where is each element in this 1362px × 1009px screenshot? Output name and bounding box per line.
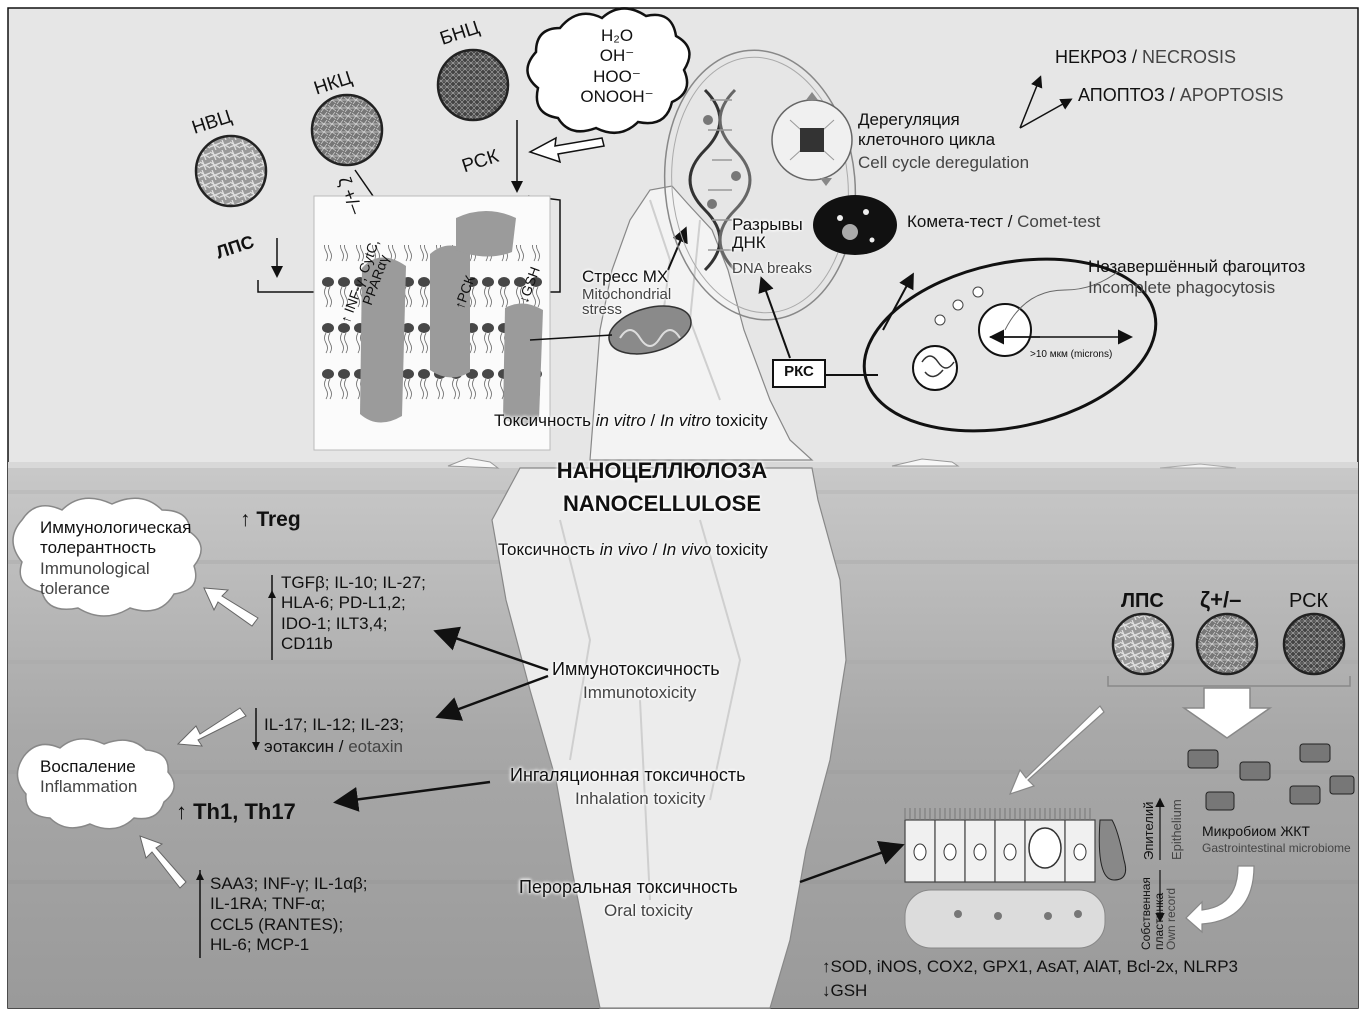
in-vivo-sep: / bbox=[648, 540, 662, 559]
gut-lps-label: ЛПС bbox=[1121, 590, 1164, 612]
ros-molecule: H₂O bbox=[572, 26, 662, 46]
necrosis-en: NECROSIS bbox=[1142, 47, 1236, 67]
saa3-marker: CCL5 (RANTES); bbox=[210, 915, 368, 935]
tolerance-en: Immunological tolerance bbox=[40, 559, 150, 598]
immunotoxicity-ru: Иммунотоксичность bbox=[552, 660, 720, 680]
tolerance-en-line1: Immunological bbox=[40, 559, 150, 579]
necrosis-ru: НЕКРОЗ bbox=[1055, 47, 1127, 67]
il17-line2: эотаксин / eotaxin bbox=[264, 738, 403, 757]
ros-molecule: HOO⁻ bbox=[572, 67, 662, 87]
immunotoxicity-en: Immunotoxicity bbox=[583, 684, 696, 703]
tolerance-ru-line1: Иммунологическая bbox=[40, 518, 191, 538]
il17-line2-sep: / bbox=[334, 737, 348, 756]
oral-en: Oral toxicity bbox=[604, 902, 693, 921]
ros-molecule-list: H₂O OH⁻ HOO⁻ ONOOH⁻ bbox=[572, 26, 662, 108]
microbiome-ru: Микробиом ЖКТ bbox=[1202, 824, 1310, 839]
phagocytosis-en: Incomplete phagocytosis bbox=[1088, 279, 1275, 298]
cell-cycle-ru-line2: клеточного цикла bbox=[858, 130, 995, 150]
cell-cycle-ru-line1: Дерегуляция bbox=[858, 110, 995, 130]
epithelium-ru: Эпителий bbox=[1142, 802, 1156, 860]
mito-stress-en-line1: Mitochondrial bbox=[582, 287, 671, 302]
phagocytosis-size: >10 мкм (microns) bbox=[1030, 349, 1112, 360]
gut-rsk-label: РСК bbox=[1289, 590, 1328, 612]
tolerance-ru-line2: толерантность bbox=[40, 538, 191, 558]
treg-label: ↑ Treg bbox=[240, 508, 301, 531]
necrosis-sep: / bbox=[1127, 47, 1142, 67]
ros-molecule: OH⁻ bbox=[572, 46, 662, 66]
lamina-ru-line1: Собственная bbox=[1140, 877, 1153, 950]
tolerance-en-line2: tolerance bbox=[40, 579, 150, 599]
tolerance-ru: Иммунологическая толерантность bbox=[40, 518, 191, 557]
in-vivo-en-b: toxicity bbox=[711, 540, 768, 559]
tolerance-marker-list: TGFβ; IL-10; IL-27; HLA-6; PD-L1,2; IDO-… bbox=[281, 573, 426, 655]
dna-breaks-en: DNA breaks bbox=[732, 261, 812, 278]
in-vivo-ru-i: in vivo bbox=[600, 540, 648, 559]
in-vivo-ru-a: Токсичность bbox=[498, 540, 600, 559]
mito-stress-ru: Стресс МХ bbox=[582, 268, 668, 287]
lamina-label: Собственная пластинка Own record bbox=[1140, 877, 1178, 950]
saa3-marker-list: SAA3; INF-γ; IL-1αβ; IL-1RA; TNF-α; CCL5… bbox=[210, 874, 368, 956]
inflammation-ru: Воспаление bbox=[40, 758, 136, 777]
saa3-marker: IL-1RA; TNF-α; bbox=[210, 894, 368, 914]
dna-breaks-ru-line1: Разрывы bbox=[732, 216, 803, 234]
epithelium-en: Epithelium bbox=[1170, 799, 1184, 860]
dna-breaks-ru-line2: ДНК bbox=[732, 234, 803, 252]
il17-line2-en: eotaxin bbox=[348, 737, 403, 756]
apoptosis-sep: / bbox=[1165, 85, 1180, 105]
mito-stress-en-line2: stress bbox=[582, 302, 671, 317]
apoptosis-label: АПОПТОЗ / APOPTOSIS bbox=[1078, 86, 1283, 106]
microbiome-en: Gastrointestinal microbiome bbox=[1202, 842, 1351, 855]
dna-breaks-ru: Разрывы ДНК bbox=[732, 216, 803, 252]
comet-sep: / bbox=[1003, 212, 1017, 231]
nanocellulose-title-en: NANOCELLULOSE bbox=[512, 492, 812, 516]
in-vitro-sep: / bbox=[646, 411, 660, 430]
phagocytosis-ru: Незавершённый фагоцитоз bbox=[1088, 258, 1305, 277]
comet-label: Комета-тест / Comet-test bbox=[907, 213, 1100, 232]
tolerance-marker: CD11b bbox=[281, 634, 426, 654]
in-vitro-en-i: In vitro bbox=[660, 411, 711, 430]
tolerance-marker: TGFβ; IL-10; IL-27; bbox=[281, 573, 426, 593]
cell-cycle-ru: Дерегуляция клеточного цикла bbox=[858, 110, 995, 151]
bottom-markers-up: ↑SOD, iNOS, COX2, GPX1, AsAT, AlAT, Bcl-… bbox=[822, 958, 1238, 977]
saa3-marker: HL-6; MCP-1 bbox=[210, 935, 368, 955]
tolerance-marker: IDO-1; ILT3,4; bbox=[281, 614, 426, 634]
in-vitro-en-b: toxicity bbox=[711, 411, 768, 430]
necrosis-label: НЕКРОЗ / NECROSIS bbox=[1055, 48, 1236, 68]
ros-molecule: ONOOH⁻ bbox=[572, 87, 662, 107]
saa3-marker: SAA3; INF-γ; IL-1αβ; bbox=[210, 874, 368, 894]
cell-cycle-en: Cell cycle deregulation bbox=[858, 154, 1029, 173]
il17-line1: IL-17; IL-12; IL-23; bbox=[264, 716, 404, 735]
tolerance-marker: HLA-6; PD-L1,2; bbox=[281, 593, 426, 613]
rks-box-label: РКС bbox=[773, 364, 825, 381]
il17-line2-ru: эотаксин bbox=[264, 737, 334, 756]
in-vitro-ru-i: in vitro bbox=[596, 411, 646, 430]
oral-ru: Пероральная токсичность bbox=[519, 878, 738, 898]
inflammation-en: Inflammation bbox=[40, 778, 137, 797]
bottom-markers-down: ↓GSH bbox=[822, 982, 867, 1001]
apoptosis-ru: АПОПТОЗ bbox=[1078, 85, 1165, 105]
in-vitro-label: Токсичность in vitro / In vitro toxicity bbox=[494, 412, 768, 431]
lamina-en: Own record bbox=[1165, 877, 1178, 950]
inhalation-en: Inhalation toxicity bbox=[575, 790, 705, 809]
comet-ru: Комета-тест bbox=[907, 212, 1003, 231]
comet-en: Comet-test bbox=[1017, 212, 1100, 231]
th1-th17-label: ↑ Th1, Th17 bbox=[176, 800, 296, 824]
in-vitro-ru-a: Токсичность bbox=[494, 411, 596, 430]
nanocellulose-title-ru: НАНОЦЕЛЛЮЛОЗА bbox=[512, 459, 812, 483]
inhalation-ru: Ингаляционная токсичность bbox=[510, 766, 745, 786]
apoptosis-en: APOPTOSIS bbox=[1180, 85, 1284, 105]
mito-stress-en: Mitochondrial stress bbox=[582, 287, 671, 317]
in-vivo-en-i: In vivo bbox=[662, 540, 711, 559]
in-vivo-label: Токсичность in vivo / In vivo toxicity bbox=[498, 541, 768, 560]
gut-zeta-label: ζ+/– bbox=[1200, 588, 1241, 612]
